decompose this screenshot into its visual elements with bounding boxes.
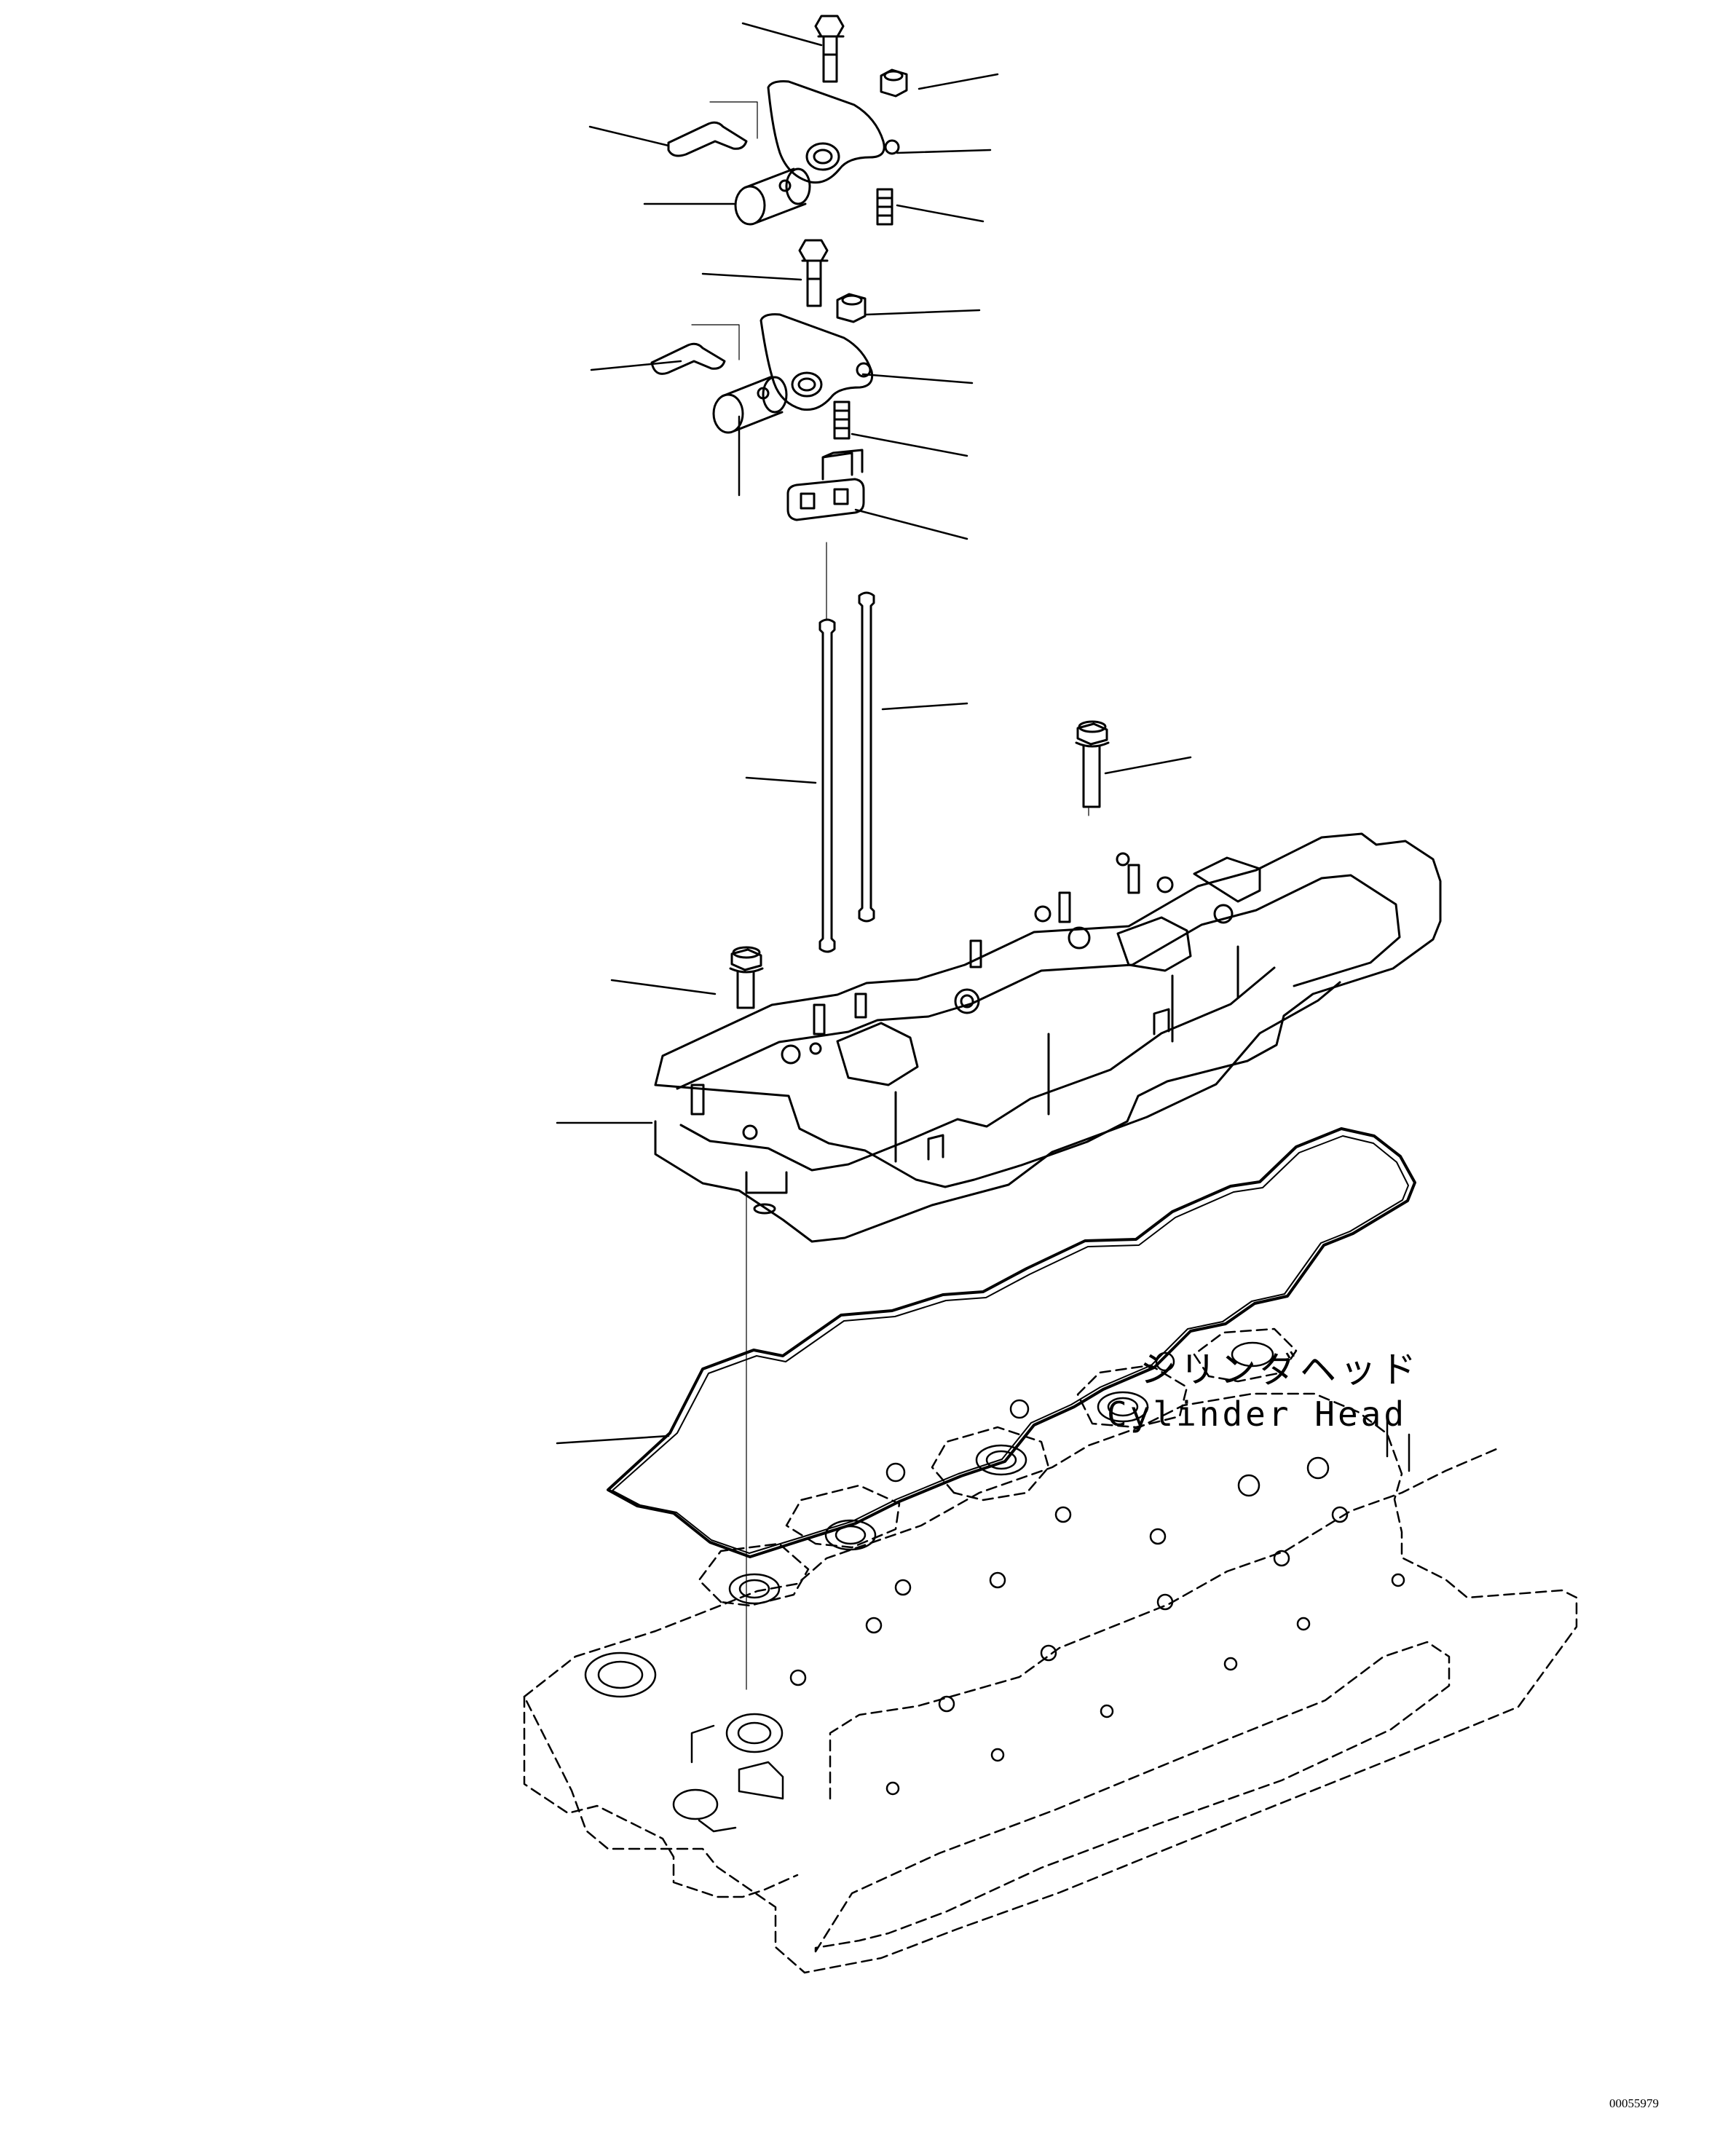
push-rods [818,591,875,953]
alignment-lines [691,101,1089,1690]
upper-clip [667,121,748,157]
lower-bolt [798,239,829,307]
lower-clip [650,342,726,375]
housing-bolt-left [729,946,764,1009]
upper-rocker-assembly [667,15,908,226]
part-label-jp: シリンダヘッド [1140,1349,1420,1391]
rocker-support [786,449,865,521]
leader-lines [556,22,1192,1445]
cylinder-head-features [584,1341,1410,1833]
upper-nut [880,68,908,98]
gasket [607,1127,1416,1558]
upper-adjust-screw [876,188,893,226]
drawing-code: 00055979 [1609,2096,1659,2110]
push-rod-right [858,591,875,923]
upper-rocker-arm [767,80,885,184]
lower-nut [836,293,867,323]
cylinder-head [523,1327,1578,1974]
part-label-en: Cylinder Head [1107,1394,1407,1434]
lower-pin [712,376,788,434]
rocker-housing [654,832,1442,1243]
upper-pin [734,167,811,226]
housing-bolt-right [1075,720,1110,808]
lower-rocker-arm [760,313,874,411]
lower-adjust-screw [833,400,851,440]
push-rod-left [818,618,836,953]
upper-bolt [814,15,845,83]
gasket-inner [612,1135,1409,1554]
lower-rocker-assembly [650,239,874,521]
